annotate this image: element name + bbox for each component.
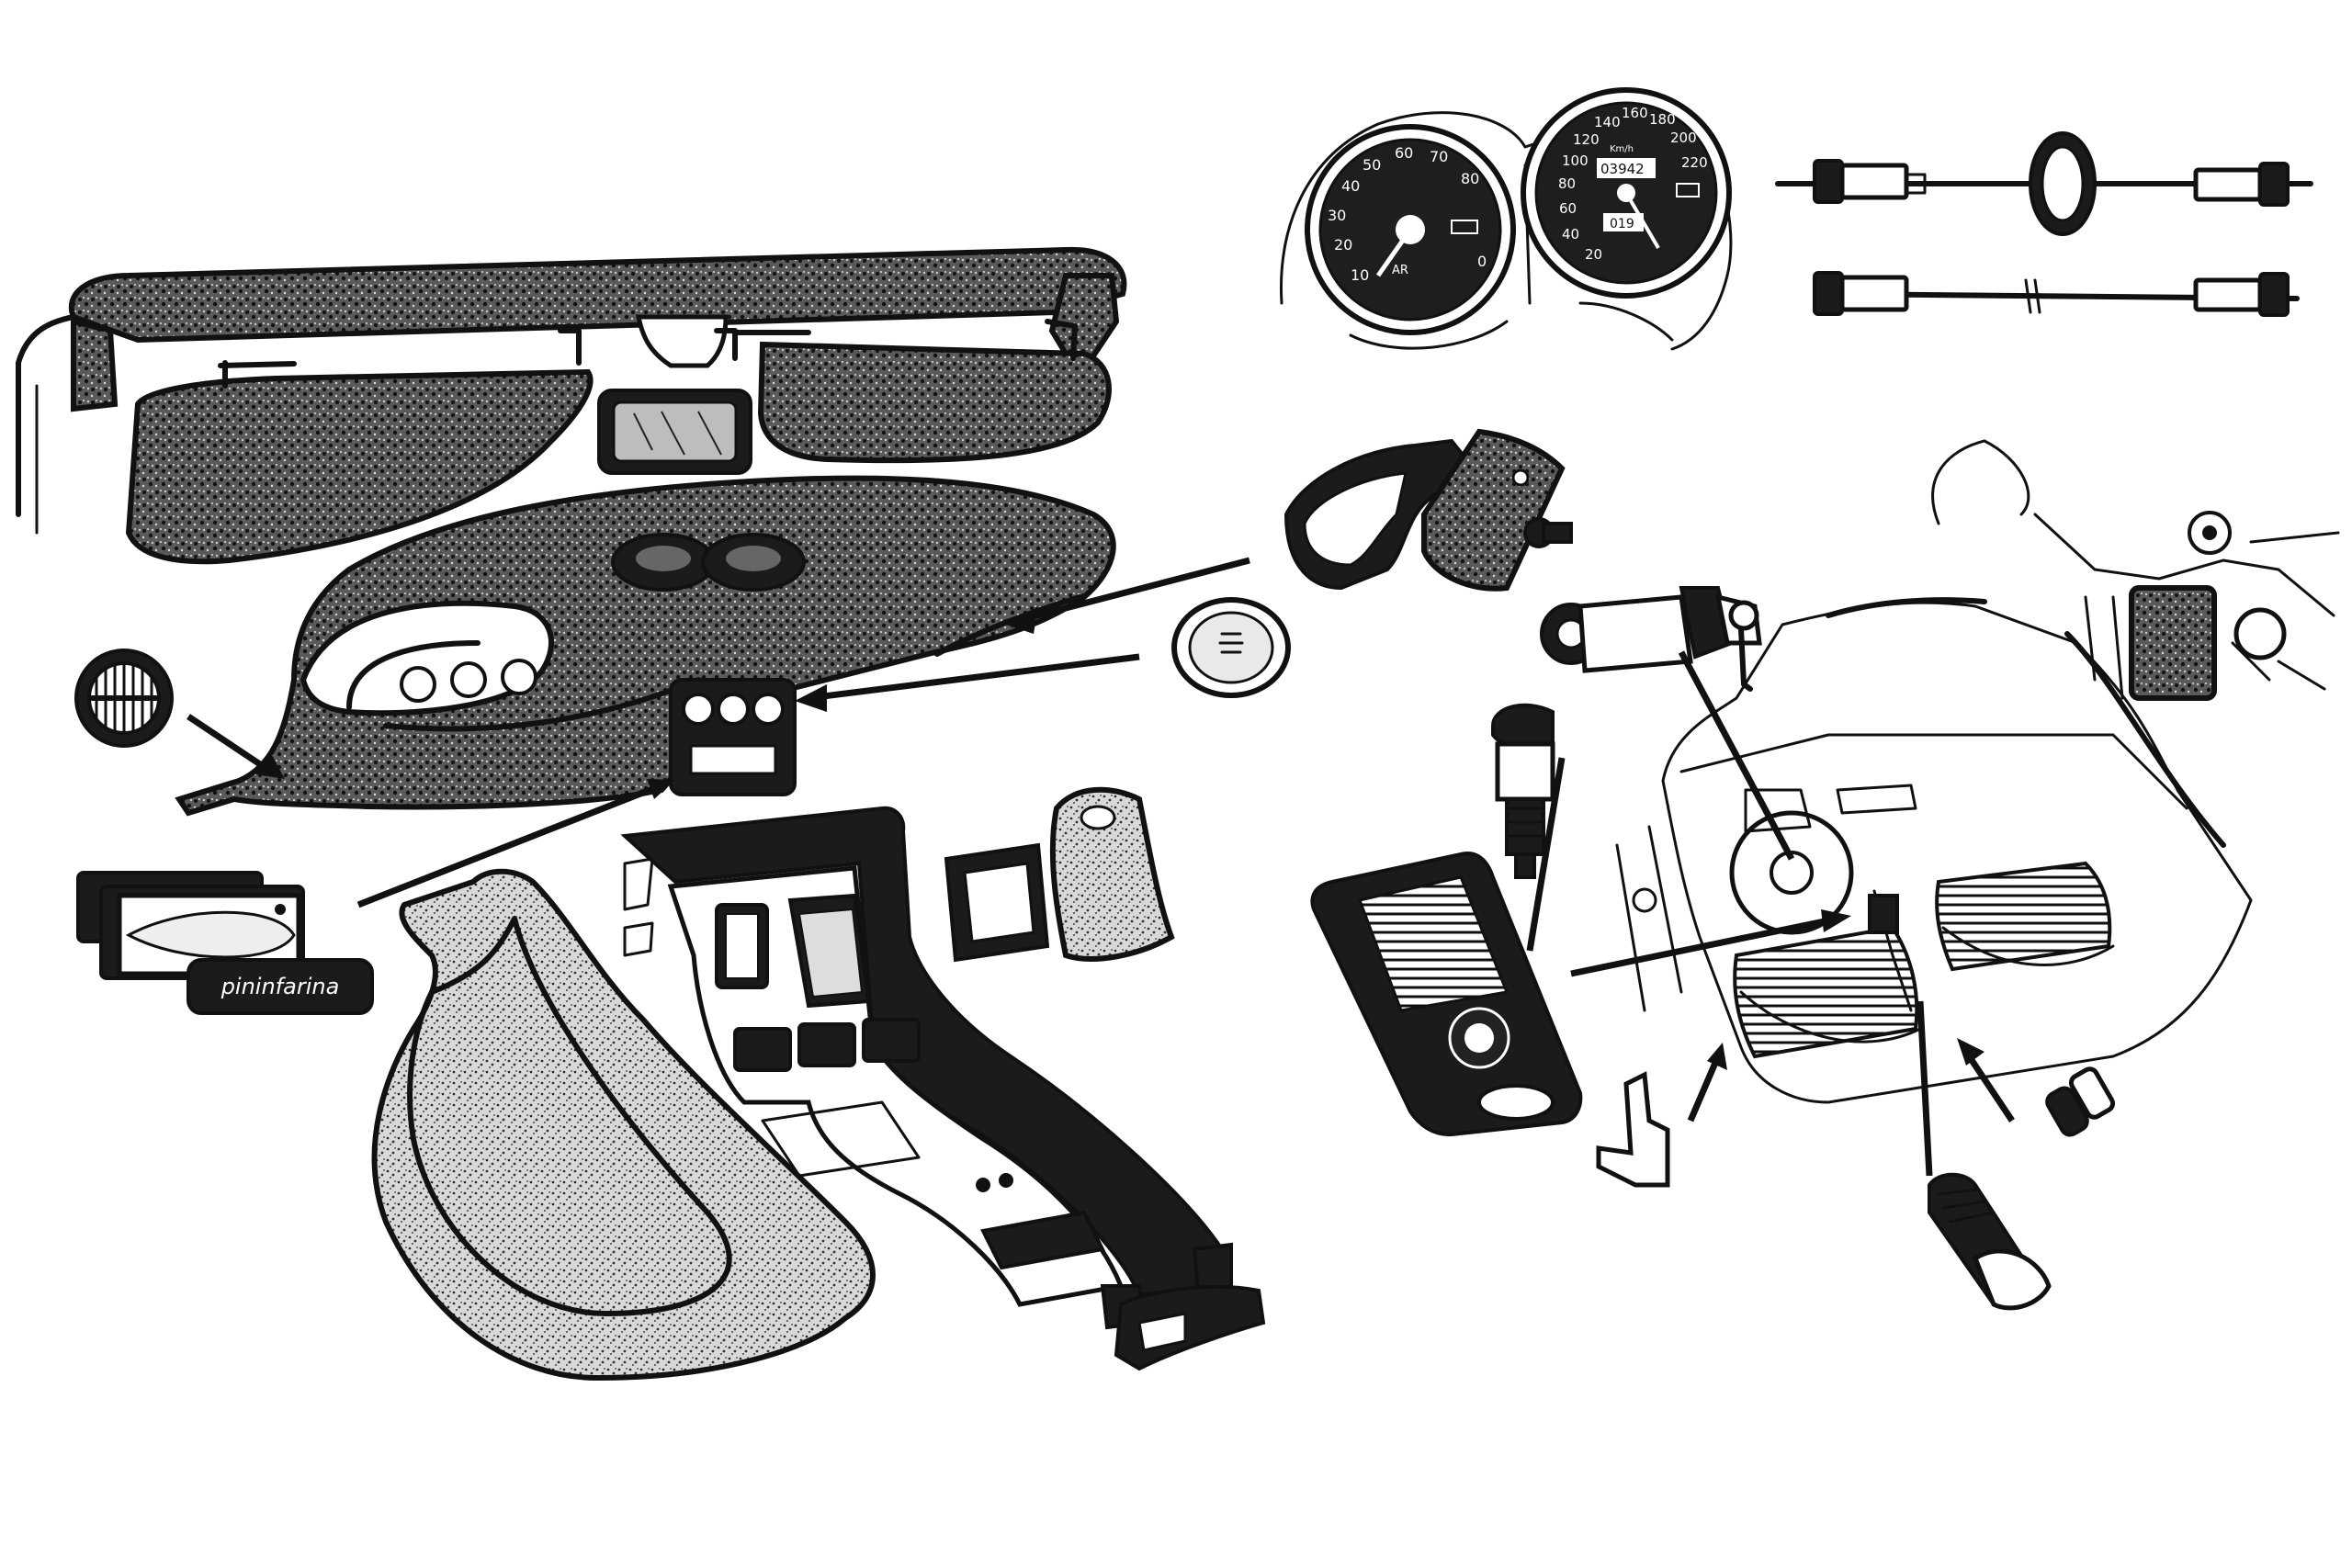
speedo-tick-200: 200	[1670, 130, 1697, 146]
tachometer-gauge: 10 20 30 40 50 60 70 80 0 AR	[1305, 124, 1516, 335]
pininfarina-badge-text: pininfarina	[220, 974, 340, 999]
mounting-clip	[1596, 1071, 1670, 1188]
ignition-key	[1728, 600, 1759, 692]
tacho-tick-0: 0	[1477, 253, 1487, 270]
dashboard-panel	[175, 475, 1116, 817]
speedo-tick-120: 120	[1573, 131, 1600, 148]
glovebox-lock	[1523, 517, 1573, 548]
rearview-mirror	[597, 314, 752, 475]
speedo-tick-180: 180	[1649, 111, 1676, 128]
console-side-pad	[371, 868, 876, 1382]
speedo-tick-160: 160	[1622, 105, 1648, 121]
door-trim-inset	[1931, 439, 2340, 701]
console-end-bracket	[1114, 1285, 1266, 1371]
sun-visor-left	[125, 328, 594, 565]
car-interior-overview	[1615, 597, 2253, 1104]
tacho-tick-40: 40	[1341, 177, 1360, 195]
ashtray-tray	[1310, 852, 1583, 1137]
leader-lines	[187, 557, 2015, 1177]
ignition-switch	[1540, 586, 1762, 692]
speedo-tick-220: 220	[1681, 154, 1708, 171]
tacho-logo: AR	[1392, 264, 1408, 277]
air-vent-round	[74, 649, 174, 748]
pininfarina-badge: pininfarina	[187, 958, 374, 1015]
speedo-tick-140: 140	[1594, 114, 1621, 130]
speedo-tick-40: 40	[1562, 226, 1579, 243]
badge-panel-assembly: pininfarina	[76, 871, 374, 1015]
tacho-tick-70: 70	[1430, 148, 1448, 165]
speedo-tick-100: 100	[1562, 152, 1589, 169]
speedo-unit: Km/h	[1610, 144, 1634, 154]
tacho-tick-80: 80	[1461, 170, 1479, 187]
speedometer-cable-upper	[1775, 131, 2313, 236]
gear-lever-boot	[944, 786, 1175, 963]
odometer-readout: 03942	[1600, 161, 1645, 177]
courtesy-light-switch	[2045, 1066, 2116, 1137]
speedometer-gauge: 20 40 60 80 100 120 140 160 180 200 220 …	[1521, 87, 1732, 299]
tacho-tick-30: 30	[1328, 207, 1346, 224]
handbrake-handle	[1928, 1172, 2052, 1311]
seat-left	[1733, 925, 1922, 1059]
speedo-tick-20: 20	[1585, 246, 1602, 263]
speedometer-cable-lower	[1813, 271, 2300, 317]
cigarette-lighter	[1491, 703, 1555, 879]
trip-readout: 019	[1610, 217, 1634, 231]
tacho-tick-20: 20	[1334, 236, 1352, 254]
speedo-tick-80: 80	[1558, 175, 1576, 192]
tacho-tick-10: 10	[1351, 266, 1369, 284]
gauge-bezel-ring	[1171, 597, 1291, 698]
windshield-header-rail	[16, 246, 1127, 535]
tacho-tick-50: 50	[1363, 156, 1381, 174]
glovebox-door-parts	[1283, 428, 1573, 592]
seat-right	[1935, 861, 2115, 972]
sun-visor-right	[714, 319, 1112, 464]
speedo-tick-60: 60	[1559, 200, 1577, 217]
tacho-tick-60: 60	[1395, 144, 1413, 162]
